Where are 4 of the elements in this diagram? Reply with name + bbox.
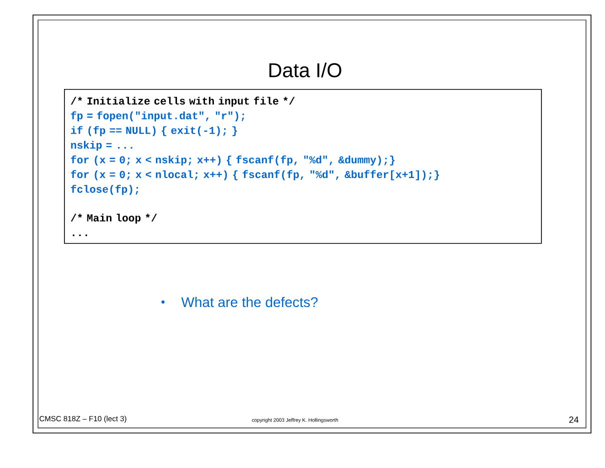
code-box: /* Initialize cells with input file */ fp = fopen("input.dat", "r"); if (fp == NULL) { exit(-1); } nskip = ... for (x = 0; x < nskip; x++) { fscanf(fp, "%d", &dummy);} for (x = 0; x < nlocal; x++) { fscanf(fp, "%d", &buffer[x+1]);} fclose(fp); /* Main loop */ ...	[64, 89, 542, 244]
bullet-text: What are the defects?	[181, 296, 318, 308]
page-number: 24	[569, 416, 579, 423]
slide-title: Data I/O	[269, 62, 342, 78]
